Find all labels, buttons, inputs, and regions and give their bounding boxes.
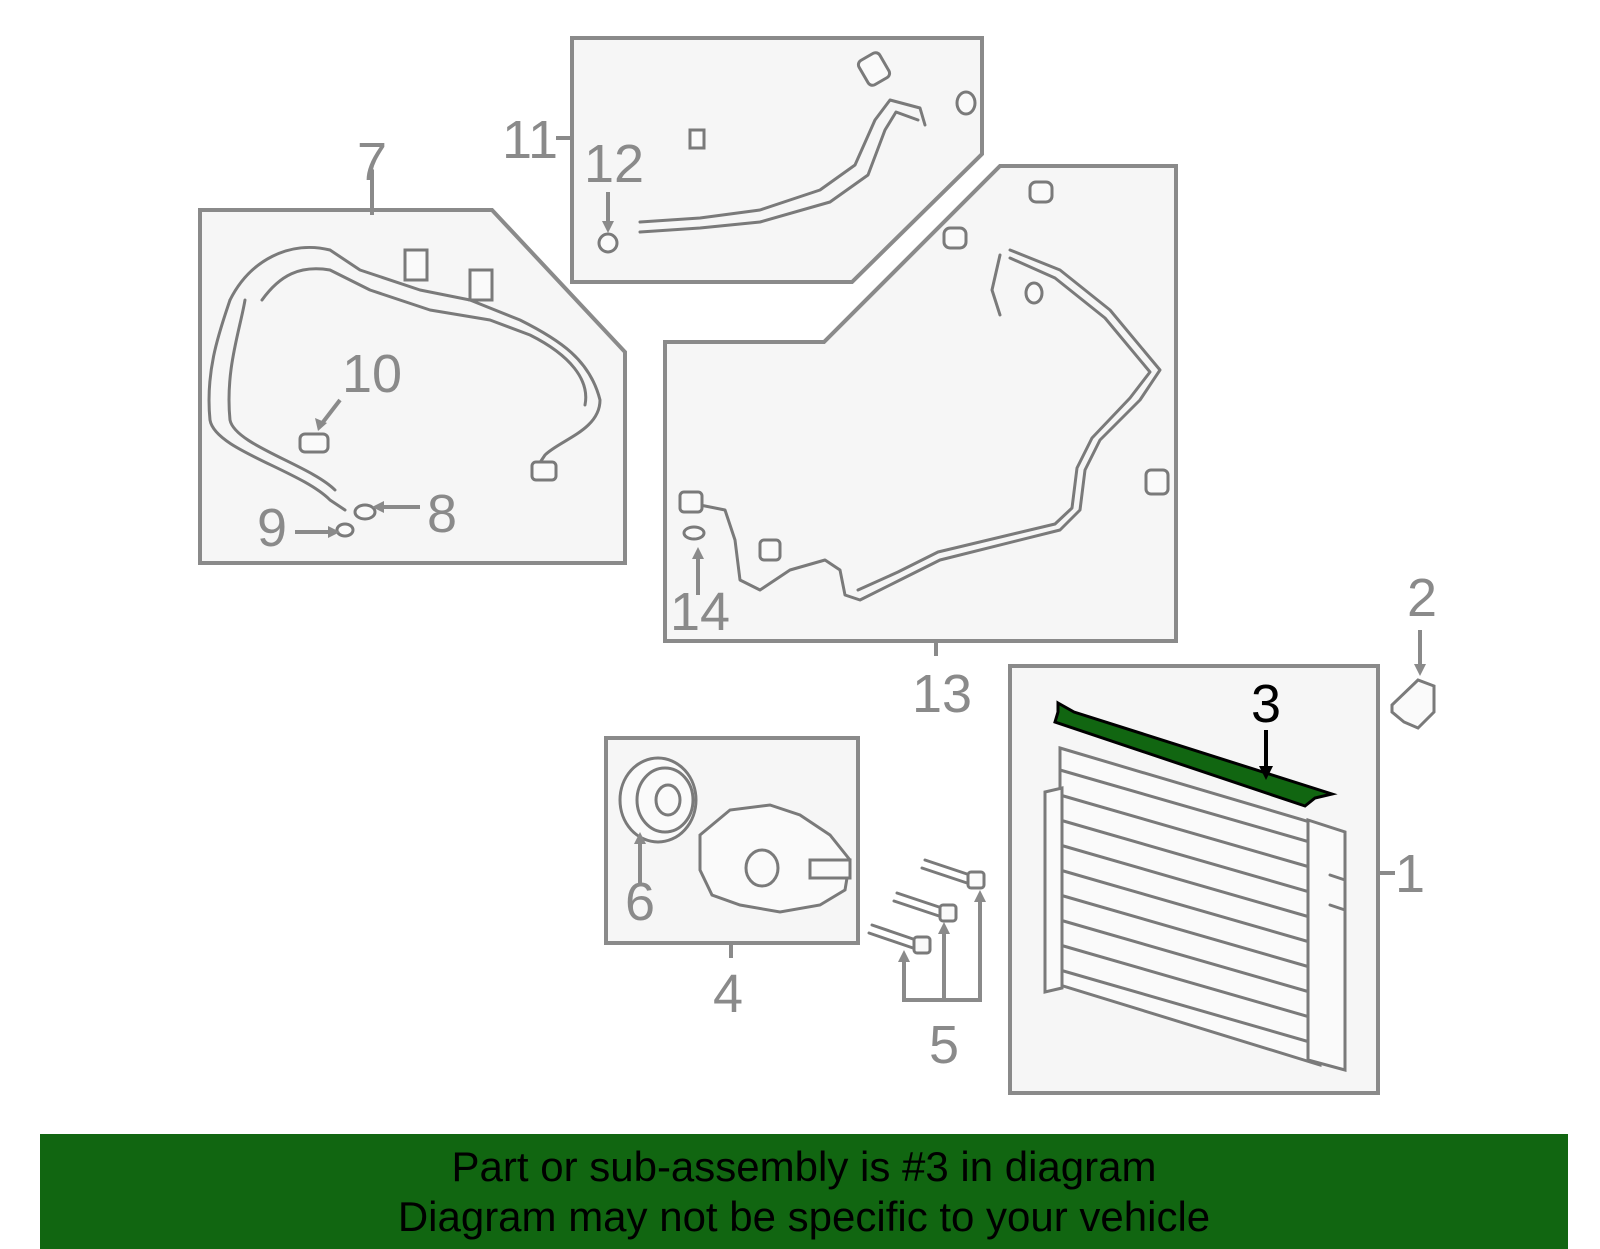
- callout-1: 1: [1395, 844, 1425, 904]
- callout-14: 14: [670, 582, 730, 642]
- group-1-condenser: 1: [1008, 664, 1425, 1095]
- parts-diagram: 7 10 8 9 11 12 14 13: [198, 36, 1437, 1095]
- callout-10: 10: [342, 344, 402, 404]
- callout-4: 4: [713, 964, 743, 1024]
- callout-11: 11: [502, 110, 558, 170]
- group-7-hose-assembly: 7 10 8 9: [198, 132, 627, 565]
- callout-8: 8: [427, 484, 457, 544]
- callout-9: 9: [257, 498, 287, 558]
- group-2-bracket: 2: [1390, 568, 1437, 730]
- callout-2: 2: [1407, 568, 1437, 628]
- callout-7: 7: [357, 132, 387, 192]
- group-11-hose: 11 12: [502, 36, 984, 284]
- callout-3: 3: [1251, 674, 1281, 734]
- group-5-bolts: 5: [867, 858, 986, 1075]
- group-4-compressor: 6 4: [604, 736, 860, 1024]
- banner-line-1: Part or sub-assembly is #3 in diagram: [451, 1142, 1157, 1190]
- banner-line-2: Diagram may not be specific to your vehi…: [397, 1192, 1211, 1240]
- callout-6: 6: [625, 872, 655, 932]
- callout-12: 12: [584, 134, 644, 194]
- callout-5: 5: [929, 1015, 959, 1075]
- info-banner: Part or sub-assembly is #3 in diagram Di…: [40, 1134, 1568, 1249]
- callout-13: 13: [912, 664, 972, 724]
- part-3-highlight[interactable]: 3: [1053, 674, 1338, 808]
- part-3-baffle-seal[interactable]: [1053, 700, 1338, 808]
- group-13-liquid-line: 14 13: [663, 164, 1178, 724]
